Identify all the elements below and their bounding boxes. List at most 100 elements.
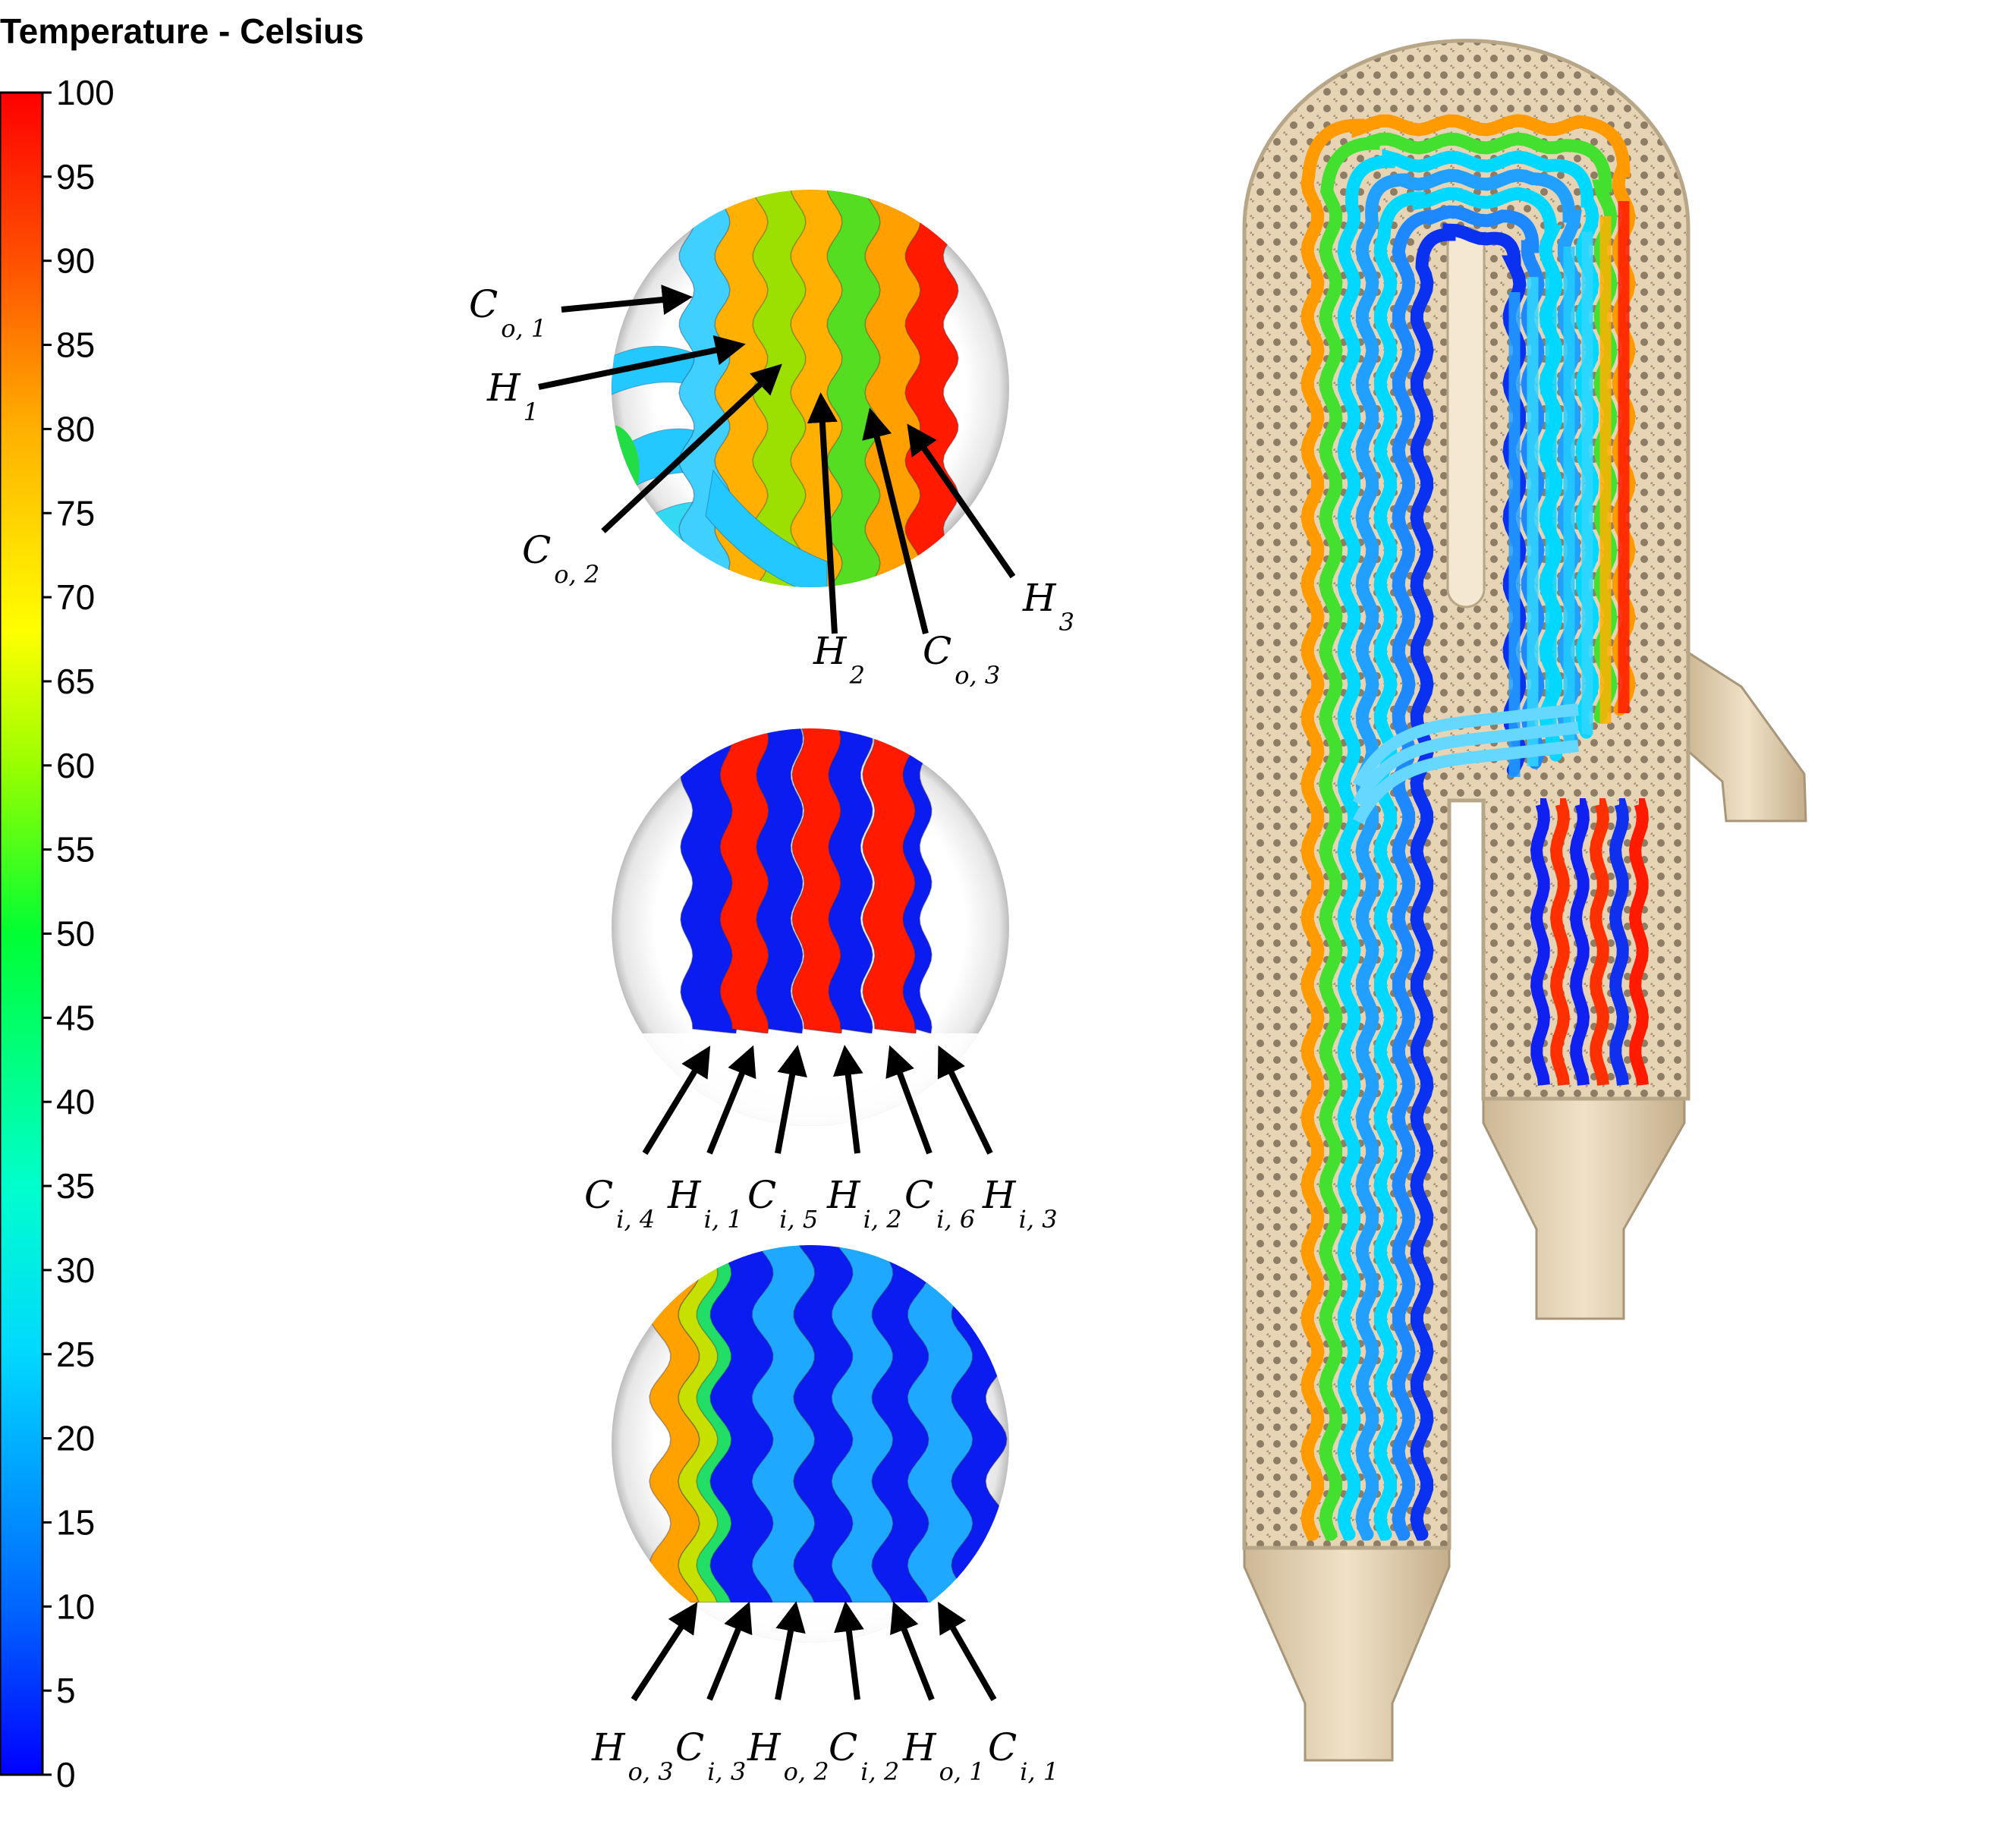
stream-label-main: H bbox=[667, 1173, 702, 1217]
inlet-channel bbox=[1589, 798, 1610, 1086]
legend-tick-label: 95 bbox=[56, 157, 95, 197]
stream-label-subscript: o, 3 bbox=[955, 661, 1000, 690]
legend-tick-label: 15 bbox=[56, 1502, 95, 1542]
pointer-arrow bbox=[775, 1601, 806, 1700]
legend-tick-label: 40 bbox=[56, 1082, 95, 1121]
channel-band bbox=[904, 190, 959, 587]
color-bar bbox=[0, 91, 44, 1776]
stream-label-subscript: i, 1 bbox=[1020, 1757, 1058, 1786]
legend-tick-label: 30 bbox=[56, 1250, 95, 1290]
stream-label-main: C bbox=[923, 629, 951, 673]
legend-tick-label: 0 bbox=[56, 1755, 76, 1794]
legend-title: Temperature - Celsius bbox=[0, 11, 364, 51]
legend-tick-label: 5 bbox=[56, 1671, 76, 1710]
stream-label-subscript: o, 2 bbox=[554, 560, 599, 589]
stream-label: Co, 2 bbox=[522, 528, 599, 589]
legend-tick-label: 10 bbox=[56, 1587, 95, 1626]
stream-label-main: H bbox=[813, 629, 848, 673]
legend-tick-label: 70 bbox=[56, 577, 95, 617]
legend-tick-label: 35 bbox=[56, 1166, 95, 1206]
legend-ticks: 1009590858075706560555045403530252015105… bbox=[42, 73, 115, 1794]
stream-label: H1 bbox=[486, 366, 539, 426]
stream-label-subscript: o, 1 bbox=[939, 1757, 985, 1786]
stream-label-main: H bbox=[591, 1725, 626, 1769]
pointer-arrow bbox=[601, 363, 782, 533]
pointer-arrow bbox=[642, 1046, 711, 1156]
stream-label-subscript: o, 1 bbox=[501, 314, 546, 343]
pointer-arrow bbox=[885, 1045, 933, 1155]
pointer-arrow bbox=[706, 1045, 756, 1155]
manifold-tube bbox=[705, 469, 828, 587]
stream-label-subscript: i, 5 bbox=[779, 1205, 818, 1234]
pointer-arrow bbox=[937, 1045, 993, 1155]
pointer-arrow bbox=[538, 335, 746, 390]
stream-label: Ho, 2 bbox=[747, 1725, 829, 1786]
legend-tick-label: 50 bbox=[56, 914, 95, 954]
center-slot bbox=[1446, 226, 1486, 609]
stream-label-subscript: i, 3 bbox=[1019, 1205, 1058, 1234]
legend-tick-label: 100 bbox=[56, 73, 115, 112]
pointer-arrow bbox=[631, 1602, 698, 1702]
inlet-channel bbox=[1530, 798, 1551, 1086]
pointer-arrow bbox=[862, 407, 929, 634]
legend-tick-label: 45 bbox=[56, 998, 95, 1037]
stream-label: Ci, 1 bbox=[988, 1725, 1058, 1786]
stream-label-subscript: i, 1 bbox=[704, 1205, 743, 1234]
stream-label-main: C bbox=[675, 1725, 704, 1769]
left-outlet-cone bbox=[1243, 1546, 1451, 1762]
pointer-arrow bbox=[775, 1045, 807, 1154]
stream-label-subscript: i, 2 bbox=[863, 1205, 902, 1234]
inlet-channel bbox=[1569, 798, 1590, 1086]
pointer-arrow bbox=[890, 1601, 935, 1701]
stream-label: Ci, 2 bbox=[829, 1725, 899, 1786]
right-outlet-cone bbox=[1482, 1097, 1686, 1320]
stream-label-main: H bbox=[1022, 576, 1057, 620]
inlet-channel bbox=[1628, 798, 1650, 1086]
stream-label: Ci, 4 bbox=[584, 1173, 655, 1234]
manifold-tube bbox=[1352, 740, 1579, 825]
stream-label-main: H bbox=[747, 1725, 782, 1769]
stream-label-subscript: i, 2 bbox=[860, 1757, 899, 1786]
stream-label-subscript: 3 bbox=[1059, 608, 1074, 637]
stream-label-subscript: o, 2 bbox=[784, 1757, 829, 1786]
stream-label-subscript: 2 bbox=[849, 661, 865, 690]
stream-label: Hi, 3 bbox=[982, 1173, 1058, 1234]
legend-tick-label: 60 bbox=[56, 746, 95, 785]
stream-label: Ci, 3 bbox=[675, 1725, 746, 1786]
stream-label: Co, 3 bbox=[923, 629, 1000, 690]
stream-label: Ho, 1 bbox=[902, 1725, 985, 1786]
legend-tick-label: 55 bbox=[56, 830, 95, 870]
legend-tick-label: 90 bbox=[56, 241, 95, 281]
stream-label: H3 bbox=[1022, 576, 1074, 637]
legend-tick-label: 20 bbox=[56, 1419, 95, 1458]
device-channels bbox=[1300, 114, 1650, 1541]
manifold-tube bbox=[1352, 722, 1579, 807]
stream-label: Co, 1 bbox=[469, 282, 546, 343]
pointer-arrow bbox=[561, 285, 693, 315]
legend-tick-label: 85 bbox=[56, 326, 95, 365]
stream-label-main: H bbox=[982, 1173, 1017, 1217]
zoom-view-middle: Ci, 4Hi, 1Ci, 5Hi, 2Ci, 6Hi, 3 bbox=[584, 728, 1058, 1234]
stream-label-subscript: 1 bbox=[524, 398, 539, 426]
stream-label-main: H bbox=[826, 1173, 861, 1217]
stream-label-main: H bbox=[486, 366, 521, 410]
stream-label-subscript: i, 3 bbox=[707, 1757, 746, 1786]
stream-label: H2 bbox=[813, 629, 865, 690]
zoom-view-bottom: Ho, 3Ci, 3Ho, 2Ci, 2Ho, 1Ci, 1 bbox=[591, 1245, 1058, 1786]
temperature-legend: Temperature - Celsius 100959085807570656… bbox=[0, 11, 364, 1794]
stream-label: Ci, 5 bbox=[747, 1173, 818, 1234]
pointer-arrow bbox=[938, 1602, 997, 1701]
stream-label-main: C bbox=[469, 282, 498, 326]
pointer-arrow bbox=[834, 1601, 864, 1700]
stream-label-main: H bbox=[902, 1725, 937, 1769]
manifold-tube bbox=[1352, 703, 1579, 788]
legend-tick-label: 65 bbox=[56, 662, 95, 701]
pointer-arrow bbox=[807, 392, 838, 634]
stream-label-subscript: o, 3 bbox=[628, 1757, 674, 1786]
stream-label: Hi, 1 bbox=[667, 1173, 743, 1234]
legend-tick-label: 75 bbox=[56, 493, 95, 533]
stream-label: Ci, 6 bbox=[904, 1173, 975, 1234]
stream-label-subscript: i, 6 bbox=[936, 1205, 975, 1234]
stream-label-main: C bbox=[988, 1725, 1017, 1769]
